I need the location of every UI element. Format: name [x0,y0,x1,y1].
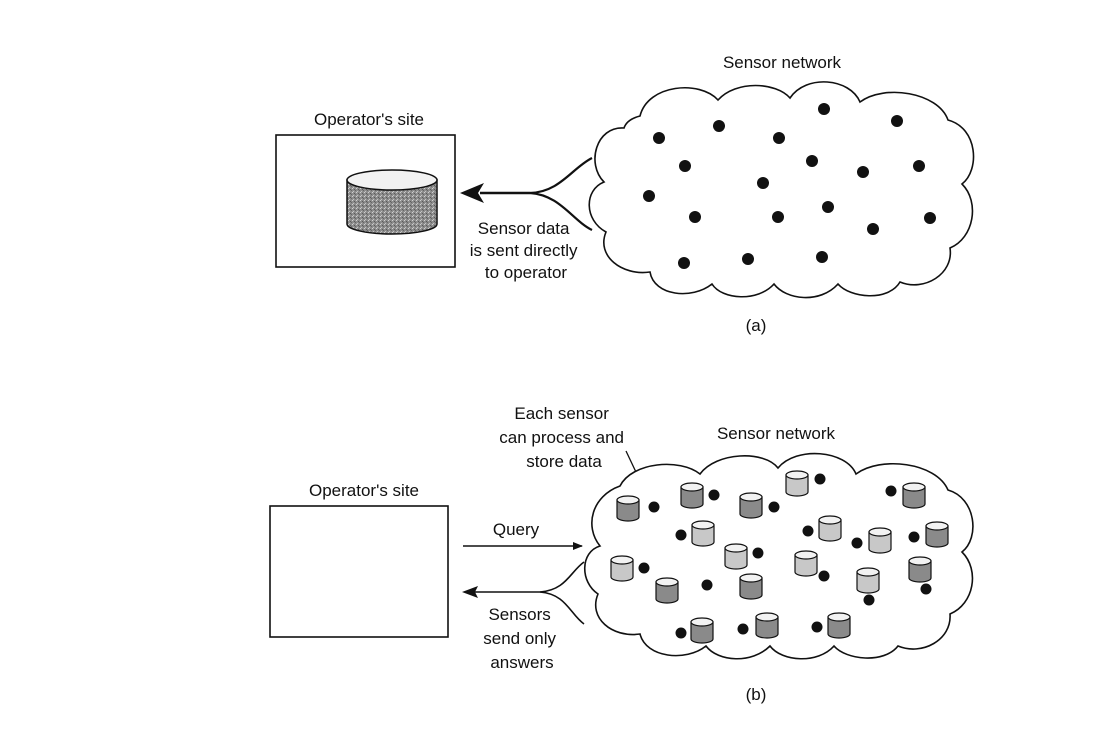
sensor-nodes-b [610,470,949,644]
sensor-dot [802,525,814,537]
sensor-dot [818,103,830,115]
sensor-dot [648,501,660,513]
sensor-dot [816,251,828,263]
caption-b: (b) [746,685,767,704]
sensor-dot [638,562,650,574]
storage-cylinder-icon [616,495,640,522]
storage-cylinder-icon [691,520,715,547]
sensor-dot [857,166,869,178]
sensor-dot [643,190,655,202]
storage-cylinder-icon [739,492,763,519]
storage-cylinder-icon [724,543,748,570]
storage-cylinder-icon [785,470,809,497]
sensor-dot [851,537,863,549]
storage-cylinder-icon [755,612,779,639]
sensor-dot [806,155,818,167]
sensor-dot [678,257,690,269]
storage-cylinder-icon [827,612,851,639]
storage-cylinder-icon [902,482,926,509]
panel-a: Sensor network Operator's site Sensor da… [275,53,975,335]
sensor-dot [908,531,920,543]
storage-cylinder-icon [680,482,704,509]
answers-label: Sensors send only answers [483,605,561,672]
sensor-dot [675,529,687,541]
sensor-network-cloud-a [588,81,975,299]
sensor-dot [752,547,764,559]
sensor-dot [689,211,701,223]
sensor-dot [737,623,749,635]
sensor-dot [920,583,932,595]
operator-site-box-a [275,134,456,268]
sensor-dots-a [643,103,936,269]
storage-cylinder-icon [690,617,714,644]
panel-b: Each sensor can process and store data S… [269,404,974,704]
storage-cylinder-icon [908,556,932,583]
sensor-dot [757,177,769,189]
sensor-dot [679,160,691,172]
sensor-dot [768,501,780,513]
answers-arrow [462,561,585,625]
sensor-dot [885,485,897,497]
storage-cylinder-icon [739,573,763,600]
sensor-dot [708,489,720,501]
operator-site-title-a: Operator's site [314,110,424,129]
sensor-dot [811,621,823,633]
sensor-dot [924,212,936,224]
sensor-dot [675,627,687,639]
arrow-label-a: Sensor data is sent directly to operator [470,219,582,282]
sensor-dot [772,211,784,223]
storage-cylinder-icon [794,550,818,577]
sensor-dot [867,223,879,235]
storage-cylinder-icon [925,521,949,548]
callout-text: Each sensor can process and store data [499,404,628,471]
storage-cylinder-icon [856,567,880,594]
data-flow-arrow-a [460,157,593,231]
sensor-dot [863,594,875,606]
storage-cylinder-icon [868,527,892,554]
sensor-dot [742,253,754,265]
sensor-dot [713,120,725,132]
query-label: Query [493,520,540,539]
sensor-dot [701,579,713,591]
sensor-dot [814,473,826,485]
sensor-network-title-a: Sensor network [723,53,842,72]
operator-site-box-b [269,505,449,638]
sensor-dot [818,570,830,582]
sensor-dot [653,132,665,144]
arrowhead-icon [462,586,478,598]
sensor-dot [891,115,903,127]
sensor-network-title-b: Sensor network [717,424,836,443]
arrowhead-icon [460,183,484,203]
operator-site-title-b: Operator's site [309,481,419,500]
database-icon [346,169,438,235]
caption-a: (a) [746,316,767,335]
storage-cylinder-icon [655,577,679,604]
storage-cylinder-icon [818,515,842,542]
sensor-dot [913,160,925,172]
sensor-dot [773,132,785,144]
storage-cylinder-icon [610,555,634,582]
sensor-dot [822,201,834,213]
